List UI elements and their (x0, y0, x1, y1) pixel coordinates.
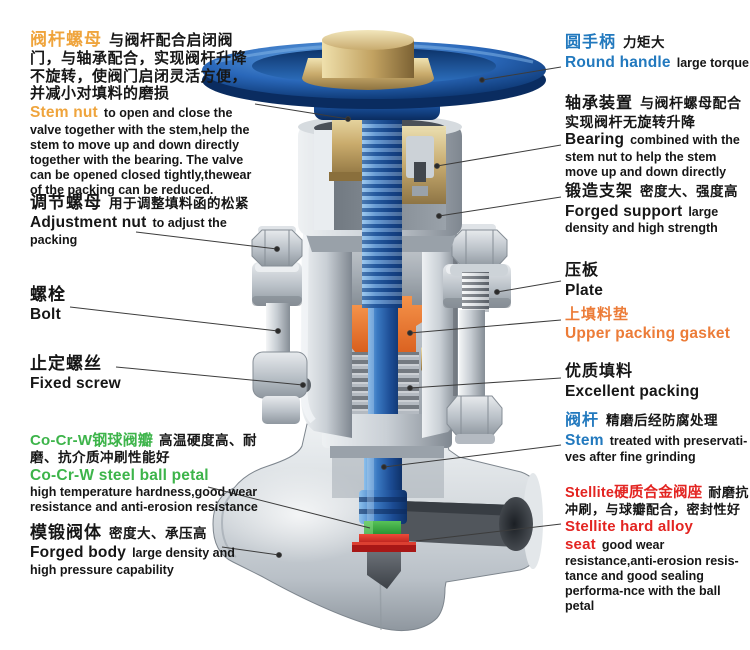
upper-packing-gasket-zh-title: 上填料垫 (565, 306, 630, 323)
forged-body-zh-title: 模锻阀体 (30, 523, 102, 542)
ball-petal-zh-desc: 高温硬度高、耐磨、抗介质冲刷性能好 (30, 433, 258, 465)
upper-packing-gasket-en-title: Upper packing gasket (565, 324, 731, 342)
bolt-part (251, 226, 308, 424)
ball-petal-en-desc: high temperature hardness,good wear resi… (30, 485, 258, 515)
leader-lines (69, 66, 562, 558)
stem-zh-desc: 精磨后经防腐处理 (606, 413, 719, 428)
adjustment-nut-zh-title: 调节螺母 (30, 193, 102, 212)
threaded-stem-part (362, 98, 402, 308)
plate-zh-title: 压板 (565, 262, 600, 279)
stellite-seat-zh-title: Stellite硬质合金阀座 (565, 485, 703, 501)
fixed-screw-en-title: Fixed screw (30, 375, 121, 393)
stellite-seat-en-title: Stellite hard alloy seat (565, 518, 694, 554)
ball-petal-zh-title: Co-Cr-W钢球阀瓣 (30, 432, 154, 449)
forged-body-en-title: Forged body (30, 544, 127, 562)
outlet-face (523, 473, 543, 569)
stellite-seat-en-desc: good wear resistance,anti-erosion resis-… (565, 538, 739, 614)
label-round-handle: 圆手柄力矩大 Round handle large torque (565, 34, 749, 72)
label-ball-petal: Co-Cr-W钢球阀瓣高温硬度高、耐磨、抗介质冲刷性能好 Co-Cr-W ste… (30, 432, 258, 515)
round-handle-en-desc: large torque (676, 55, 749, 70)
label-bolt: 螺栓 Bolt (30, 285, 230, 325)
forged-support-en-title: Forged support (565, 202, 683, 220)
stem-nut-en-title: Stem nut (30, 104, 98, 122)
stem-nut-en-desc: to open and close the valve together wit… (30, 106, 252, 197)
stem-en-title: Stem (565, 431, 604, 449)
forged-support-zh-title: 锻造支架 (565, 183, 634, 200)
stem-nut-zh-desc: 与阀杆配合启闭阀门，与轴承配合，实现阀杆升降不旋转，使阀门启闭灵活方便，并减小对… (30, 32, 248, 103)
stellite-seat-zh-desc: 耐磨抗冲刷，与球瓣配合，密封性好 (565, 485, 749, 518)
label-plate: 压板 Plate (565, 262, 749, 300)
forged-support-zh-desc: 密度大、强度高 (640, 184, 739, 199)
outlet-bore (499, 497, 533, 551)
seat-part (352, 534, 416, 552)
label-stellite-seat: Stellite硬质合金阀座耐磨抗冲刷，与球瓣配合，密封性好 Stellite … (565, 485, 749, 614)
stem-zh-title: 阀杆 (565, 412, 600, 429)
excellent-packing-en-title: Excellent packing (565, 382, 700, 400)
adjustment-nut-en-title: Adjustment nut (30, 214, 147, 232)
bolt-zh-title: 螺栓 (30, 285, 66, 304)
stem-lower-part (359, 288, 407, 524)
bearing-en-desc: combined with the stem nut to help the s… (565, 133, 740, 179)
right-bolt-part (446, 224, 508, 444)
ball-petal-en-title: Co-Cr-W steel ball petal (30, 466, 209, 484)
stem-nut-zh-title: 阀杆螺母 (30, 30, 102, 49)
forged-body-en-desc: large density and high pressure capabili… (30, 546, 235, 577)
adjustment-nut-zh-desc: 用于调整填料函的松紧 (109, 196, 249, 211)
label-fixed-screw: 止定螺丝 Fixed screw (30, 354, 230, 394)
bearing-zh-title: 轴承装置 (565, 95, 634, 112)
round-handle-zh-desc: 力矩大 (623, 35, 666, 50)
bearing-zh-desc: 与阀杆螺母配合实现阀杆无旋转升降 (565, 95, 742, 130)
round-handle-en-title: Round handle (565, 53, 671, 71)
ball-petal-part (364, 521, 401, 537)
needle-cone (367, 552, 401, 589)
adjustment-nut-en-desc: to adjust the packing (30, 216, 227, 247)
bolt-en-title: Bolt (30, 306, 61, 324)
excellent-packing-zh-title: 优质填料 (565, 363, 634, 380)
brass-cap-nut (302, 30, 434, 90)
forged-body-zh-desc: 密度大、承压高 (109, 526, 207, 541)
plate-en-title: Plate (565, 281, 604, 299)
bearing-detail (406, 136, 434, 178)
label-excellent-packing: 优质填料 Excellent packing (565, 363, 749, 401)
forged-support-part (300, 194, 458, 438)
label-upper-packing-gasket: 上填料垫 Upper packing gasket (565, 306, 749, 343)
upper-packing-gasket-part (398, 296, 424, 356)
bearing-en-title: Bearing (565, 131, 625, 149)
forged-support-en-desc: large density and high strength (565, 204, 719, 236)
round-handle-zh-title: 圆手柄 (565, 34, 617, 51)
stem-en-desc: treated with preservati-ves after fine g… (565, 433, 748, 465)
fixed-screw-zh-title: 止定螺丝 (30, 354, 102, 373)
bonnet-flange (322, 414, 452, 458)
label-stem-nut: 阀杆螺母与阀杆配合启闭阀门，与轴承配合，实现阀杆升降不旋转，使阀门启闭灵活方便，… (30, 30, 256, 198)
